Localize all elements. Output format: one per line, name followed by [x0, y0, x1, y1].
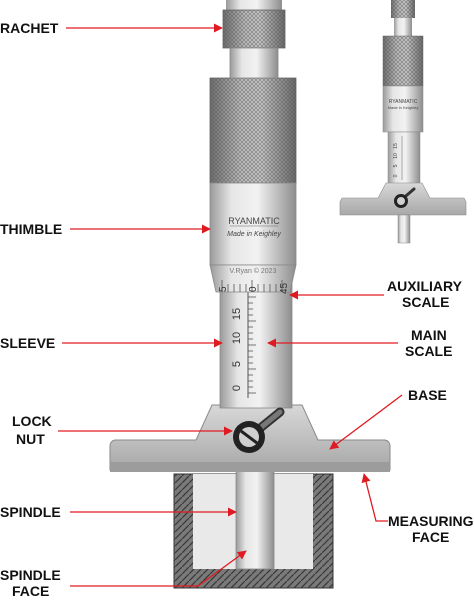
label-arrows	[58, 23, 403, 587]
sleeve: 0 5 10 15	[219, 269, 293, 409]
main-scale-number: 10	[231, 332, 243, 344]
inset-brand: RYANMATIC	[389, 99, 418, 105]
inset-micrometer: RYANMATIC Made in Keighley 0 5 10 15	[339, 0, 467, 244]
label-sleeve: SLEEVE	[0, 335, 56, 351]
thimble: RYANMATIC Made in Keighley V.Ryan © 2023…	[209, 77, 297, 294]
arrow-measuring-face	[361, 473, 388, 522]
thimble-brand: RYANMATIC	[228, 216, 280, 226]
label-spindle-face-line2: FACE	[12, 583, 50, 599]
inset-scale-number: 0	[393, 174, 399, 177]
thimble-copyright: V.Ryan © 2023	[230, 267, 277, 275]
aux-scale-number: 5	[218, 286, 229, 292]
aux-scale-number: 0	[248, 286, 259, 292]
main-scale-number: 0	[231, 385, 243, 391]
label-measuring-face-line1: MEASURING	[388, 513, 474, 529]
aux-scale-number: 45	[279, 282, 290, 294]
label-auxiliary-scale-line1: AUXILIARY	[387, 278, 462, 294]
main-scale-ticks	[248, 296, 256, 394]
label-spindle: SPINDLE	[0, 504, 61, 520]
main-scale-number: 5	[231, 361, 243, 367]
ratchet	[222, 0, 286, 79]
inset-scale-number: 15	[393, 143, 399, 149]
inset-scale-number: 10	[393, 153, 399, 159]
label-lock-nut-line1: LOCK	[12, 413, 52, 429]
label-base: BASE	[408, 387, 447, 403]
label-main-scale-line1: MAIN	[411, 327, 447, 343]
arrow-spindle-face	[70, 550, 247, 587]
lock-nut	[233, 407, 285, 453]
label-lock-nut-line2: NUT	[16, 431, 45, 447]
label-rachet: RACHET	[0, 20, 59, 36]
arrow-base	[329, 394, 403, 450]
spindle	[235, 454, 275, 570]
label-main-scale-line2: SCALE	[405, 343, 453, 359]
thimble-made-in: Made in Keighley	[227, 231, 281, 238]
inset-made-in: Made in Keighley	[388, 105, 419, 110]
label-thimble: THIMBLE	[0, 221, 63, 237]
label-auxiliary-scale-line2: SCALE	[402, 294, 450, 310]
main-scale-number: 15	[231, 308, 243, 320]
label-spindle-face-line1: SPINDLE	[0, 567, 61, 583]
auxiliary-scale-ticks	[221, 280, 283, 292]
inset-scale-number: 5	[393, 164, 399, 167]
label-measuring-face-line2: FACE	[412, 529, 450, 545]
